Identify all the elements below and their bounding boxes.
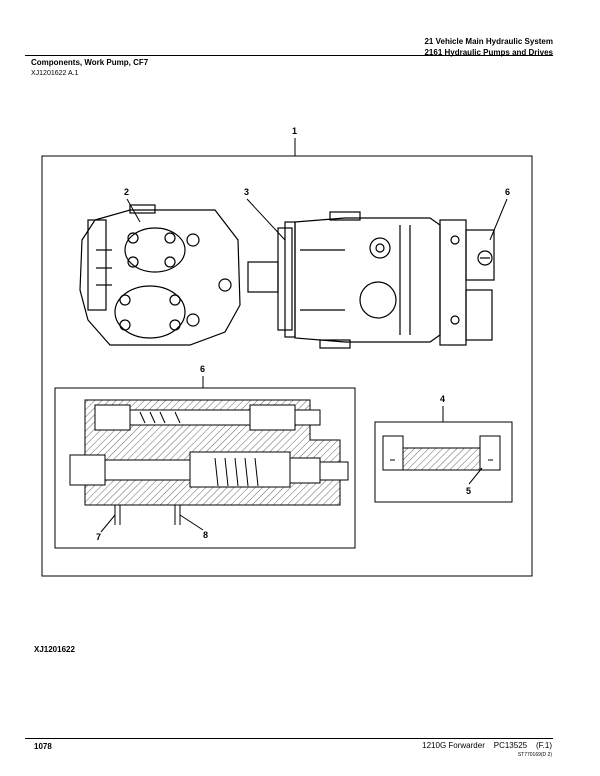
page-number: 1078 [34,742,52,751]
leader-8 [179,514,204,531]
callout-7: 7 [96,532,101,542]
leader-7 [100,514,116,533]
leader-3 [246,198,286,241]
footer-code: ST770169(D 2) [517,752,552,758]
callout-8: 8 [203,530,208,540]
figure-id: XJ1201622 [34,645,75,654]
callout-5: 5 [466,486,471,496]
callout-2: 2 [124,187,129,197]
callout-1: 1 [292,126,297,136]
section-reference: XJ1201622 A.1 [31,70,79,77]
seal-detail-frame [374,421,513,503]
valve-section-frame [54,387,356,549]
callout-3: 3 [244,187,249,197]
footer-model: 1210G Forwarder PC13525 (F.1) [422,741,552,750]
callout-4: 4 [440,394,445,404]
header-rule [25,55,553,56]
seal-detail-view [382,435,501,471]
pump-end-view [79,204,241,346]
pump-side-view [247,211,495,349]
callout-6-top: 6 [505,187,510,197]
leader-6-top [489,198,508,241]
header-system: 21 Vehicle Main Hydraulic System [424,37,553,46]
section-title: Components, Work Pump, CF7 [31,58,149,67]
figure-frame [41,155,533,577]
footer-rule [25,738,553,739]
leader-2 [126,198,141,223]
page-header: 21 Vehicle Main Hydraulic System 2161 Hy… [424,36,553,58]
header-subsystem: 2161 Hydraulic Pumps and Drives [424,48,553,57]
valve-section-view [69,399,349,525]
callout-6-section: 6 [200,364,205,374]
leader-5 [468,467,483,485]
